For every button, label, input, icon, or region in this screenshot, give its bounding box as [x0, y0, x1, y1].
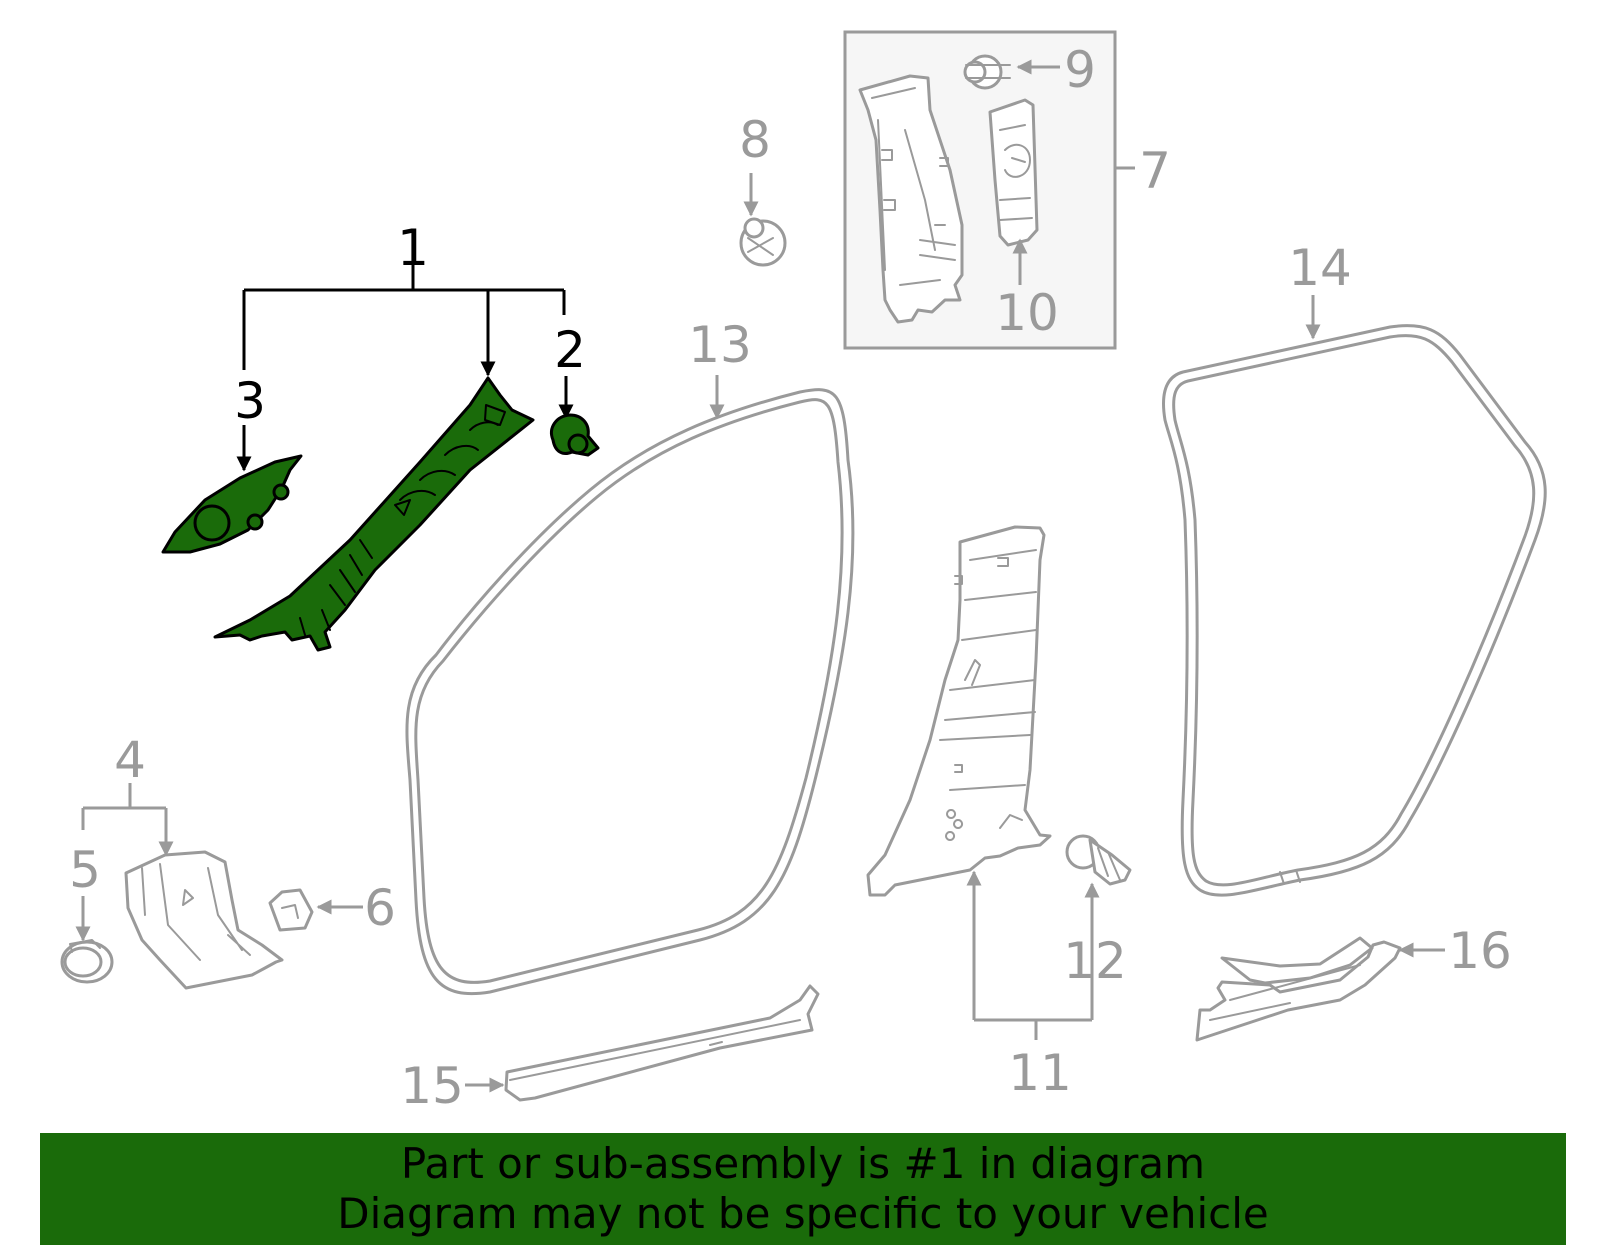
info-banner: Part or sub-assembly is #1 in diagram Di…: [40, 1133, 1566, 1245]
part-16-scuff-plate: [1195, 936, 1402, 1042]
callout-8: 8: [739, 111, 771, 169]
part-15-scuff-plate: [504, 984, 820, 1102]
callout-6: 6: [364, 879, 396, 937]
part-1-pillar-garnish: [213, 376, 535, 652]
banner-line-2: Diagram may not be specific to your vehi…: [337, 1189, 1269, 1238]
part-2-clip: [550, 413, 600, 457]
part-7-pillar-trim: [858, 74, 964, 324]
part-12-clip: [1065, 834, 1132, 886]
part-11-pillar-trim: [866, 525, 1052, 897]
callout-11-bracket: [966, 870, 1094, 1040]
callout-5: 5: [69, 841, 101, 899]
callout-14: 14: [1288, 239, 1352, 297]
part-13-door-weatherstrip: [405, 388, 855, 996]
callout-12: 12: [1063, 932, 1127, 990]
part-3-pillar-cover: [161, 454, 303, 554]
callout-16: 16: [1448, 922, 1512, 980]
part-9-clip: [963, 54, 1011, 90]
callout-4: 4: [114, 731, 146, 789]
callout-15: 15: [400, 1057, 464, 1115]
part-5-clip: [60, 939, 114, 984]
part-10-cover: [988, 98, 1039, 247]
callout-13: 13: [688, 316, 752, 374]
callout-3: 3: [234, 372, 266, 430]
callout-1: 1: [397, 219, 429, 277]
part-4-kick-panel: [124, 850, 284, 990]
callout-7: 7: [1139, 142, 1171, 200]
part-14-door-weatherstrip: [1162, 324, 1547, 897]
part-6-clip: [268, 888, 314, 932]
callout-4-bracket: [81, 783, 174, 857]
part-8-clip: [739, 217, 787, 267]
callout-1-bracket: [242, 263, 566, 377]
callout-10: 10: [995, 284, 1059, 342]
banner-line-1: Part or sub-assembly is #1 in diagram: [400, 1139, 1206, 1188]
callout-11: 11: [1008, 1044, 1072, 1102]
callout-2: 2: [554, 321, 586, 379]
callout-9: 9: [1064, 41, 1096, 99]
